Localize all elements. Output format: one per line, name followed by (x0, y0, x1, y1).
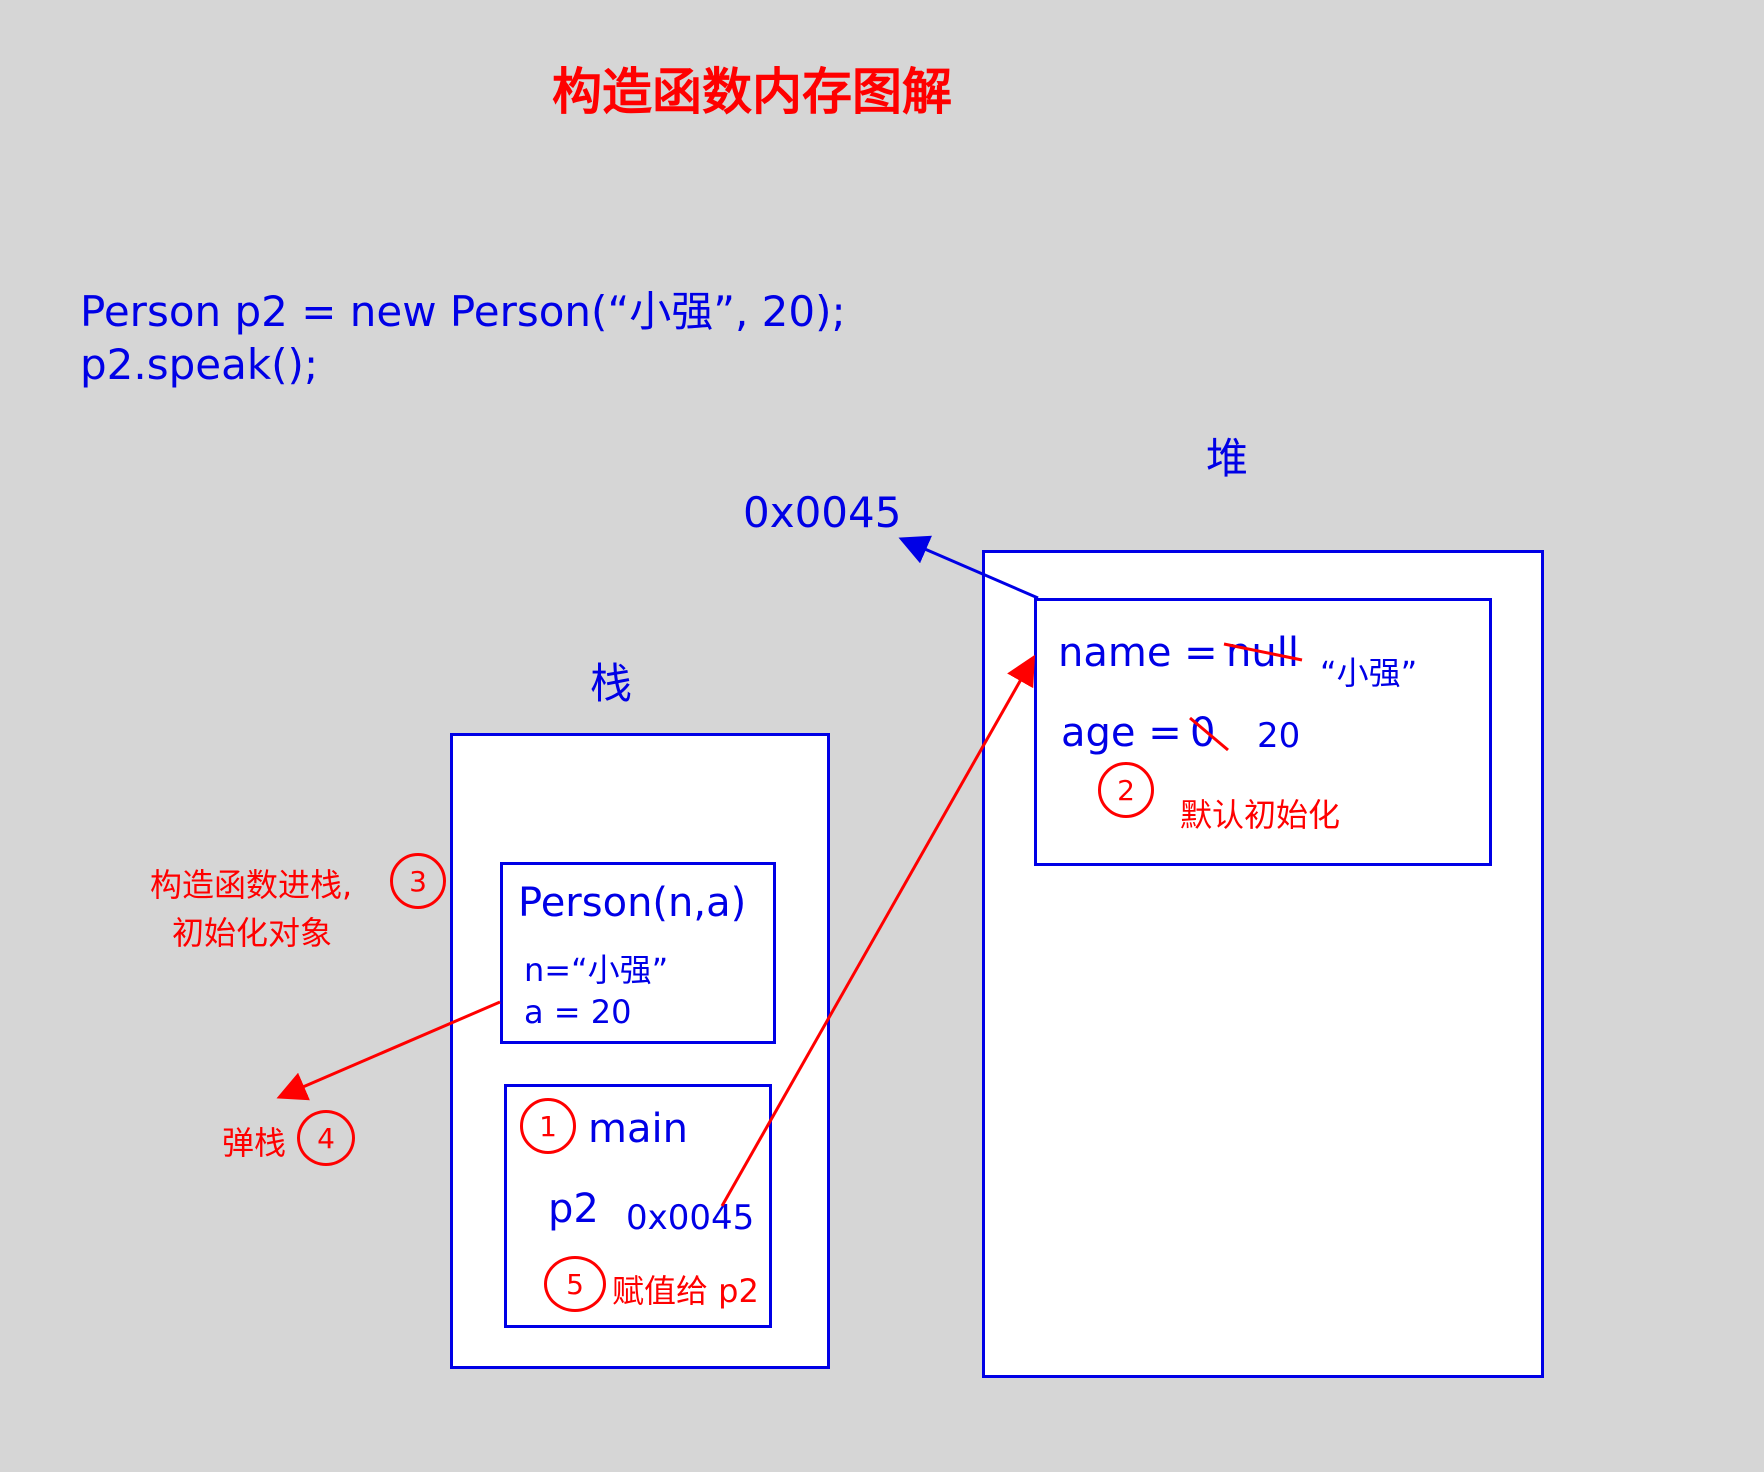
param-n: n=“小强” (524, 951, 669, 989)
p2-variable: p2 (548, 1186, 599, 1232)
code-line-2: p2.speak(); (80, 340, 319, 389)
code-line-1: Person p2 = new Person(“小强”, 20); (80, 287, 846, 336)
default-init-note: 默认初始化 (1180, 796, 1341, 834)
age-field-label: age = (1061, 710, 1182, 756)
step-4-marker: 4 (297, 1110, 355, 1166)
age-old-value: 0 (1190, 710, 1216, 756)
name-new-value: “小强” (1320, 654, 1418, 692)
name-old-value: null (1226, 630, 1299, 676)
p2-value: 0x0045 (626, 1198, 755, 1238)
step-5-marker: 5 (544, 1256, 606, 1312)
constructor-frame-title: Person(n,a) (518, 880, 747, 926)
main-frame-title: main (588, 1106, 688, 1152)
diagram-title: 构造函数内存图解 (552, 63, 952, 121)
name-field-label: name = (1058, 630, 1218, 676)
assign-note: 赋值给 p2 (612, 1272, 759, 1310)
age-new-value: 20 (1257, 716, 1301, 756)
step-1-marker: 1 (520, 1098, 576, 1154)
heap-label: 堆 (1206, 434, 1249, 483)
step-3-marker: 3 (390, 853, 446, 909)
step-2-marker: 2 (1098, 762, 1154, 818)
pop-note: 弹栈 (222, 1124, 287, 1162)
param-a: a = 20 (524, 993, 632, 1031)
stack-label: 栈 (590, 659, 633, 708)
ctor-push-note-line-1: 构造函数进栈, (150, 866, 353, 904)
ctor-push-note-line-2: 初始化对象 (172, 914, 333, 952)
object-address-label: 0x0045 (743, 488, 902, 537)
